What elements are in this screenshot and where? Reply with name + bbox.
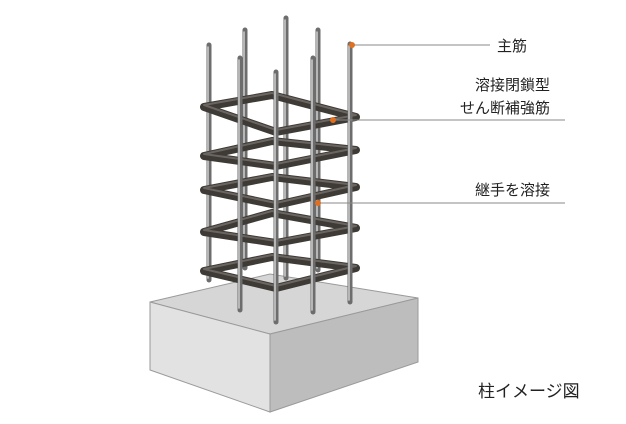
front-rebars [237, 41, 353, 325]
label-joint-welding: 継手を溶接 [475, 181, 550, 199]
label-main-rebar: 主筋 [497, 37, 527, 55]
hoop-4 [200, 209, 360, 247]
label-hoop-line2: せん断補強筋 [460, 99, 550, 117]
hoop-3 [200, 173, 360, 209]
leader-dot [349, 42, 355, 48]
hoop-1 [200, 91, 360, 136]
label-hoop-line1: 溶接閉鎖型 [475, 76, 550, 94]
hoop-5 [200, 253, 360, 292]
concrete-footing [149, 273, 419, 413]
leader-hoop [330, 117, 565, 123]
diagram-caption: 柱イメージ図 [478, 382, 580, 402]
leader-dot [315, 200, 321, 206]
footing-side-face [269, 297, 419, 413]
back-rebars [206, 15, 321, 283]
leader-main-rebar [349, 42, 490, 48]
leader-joint [315, 200, 565, 206]
hoops [200, 91, 360, 292]
leader-dot [330, 117, 336, 123]
hoop-2 [200, 137, 360, 170]
